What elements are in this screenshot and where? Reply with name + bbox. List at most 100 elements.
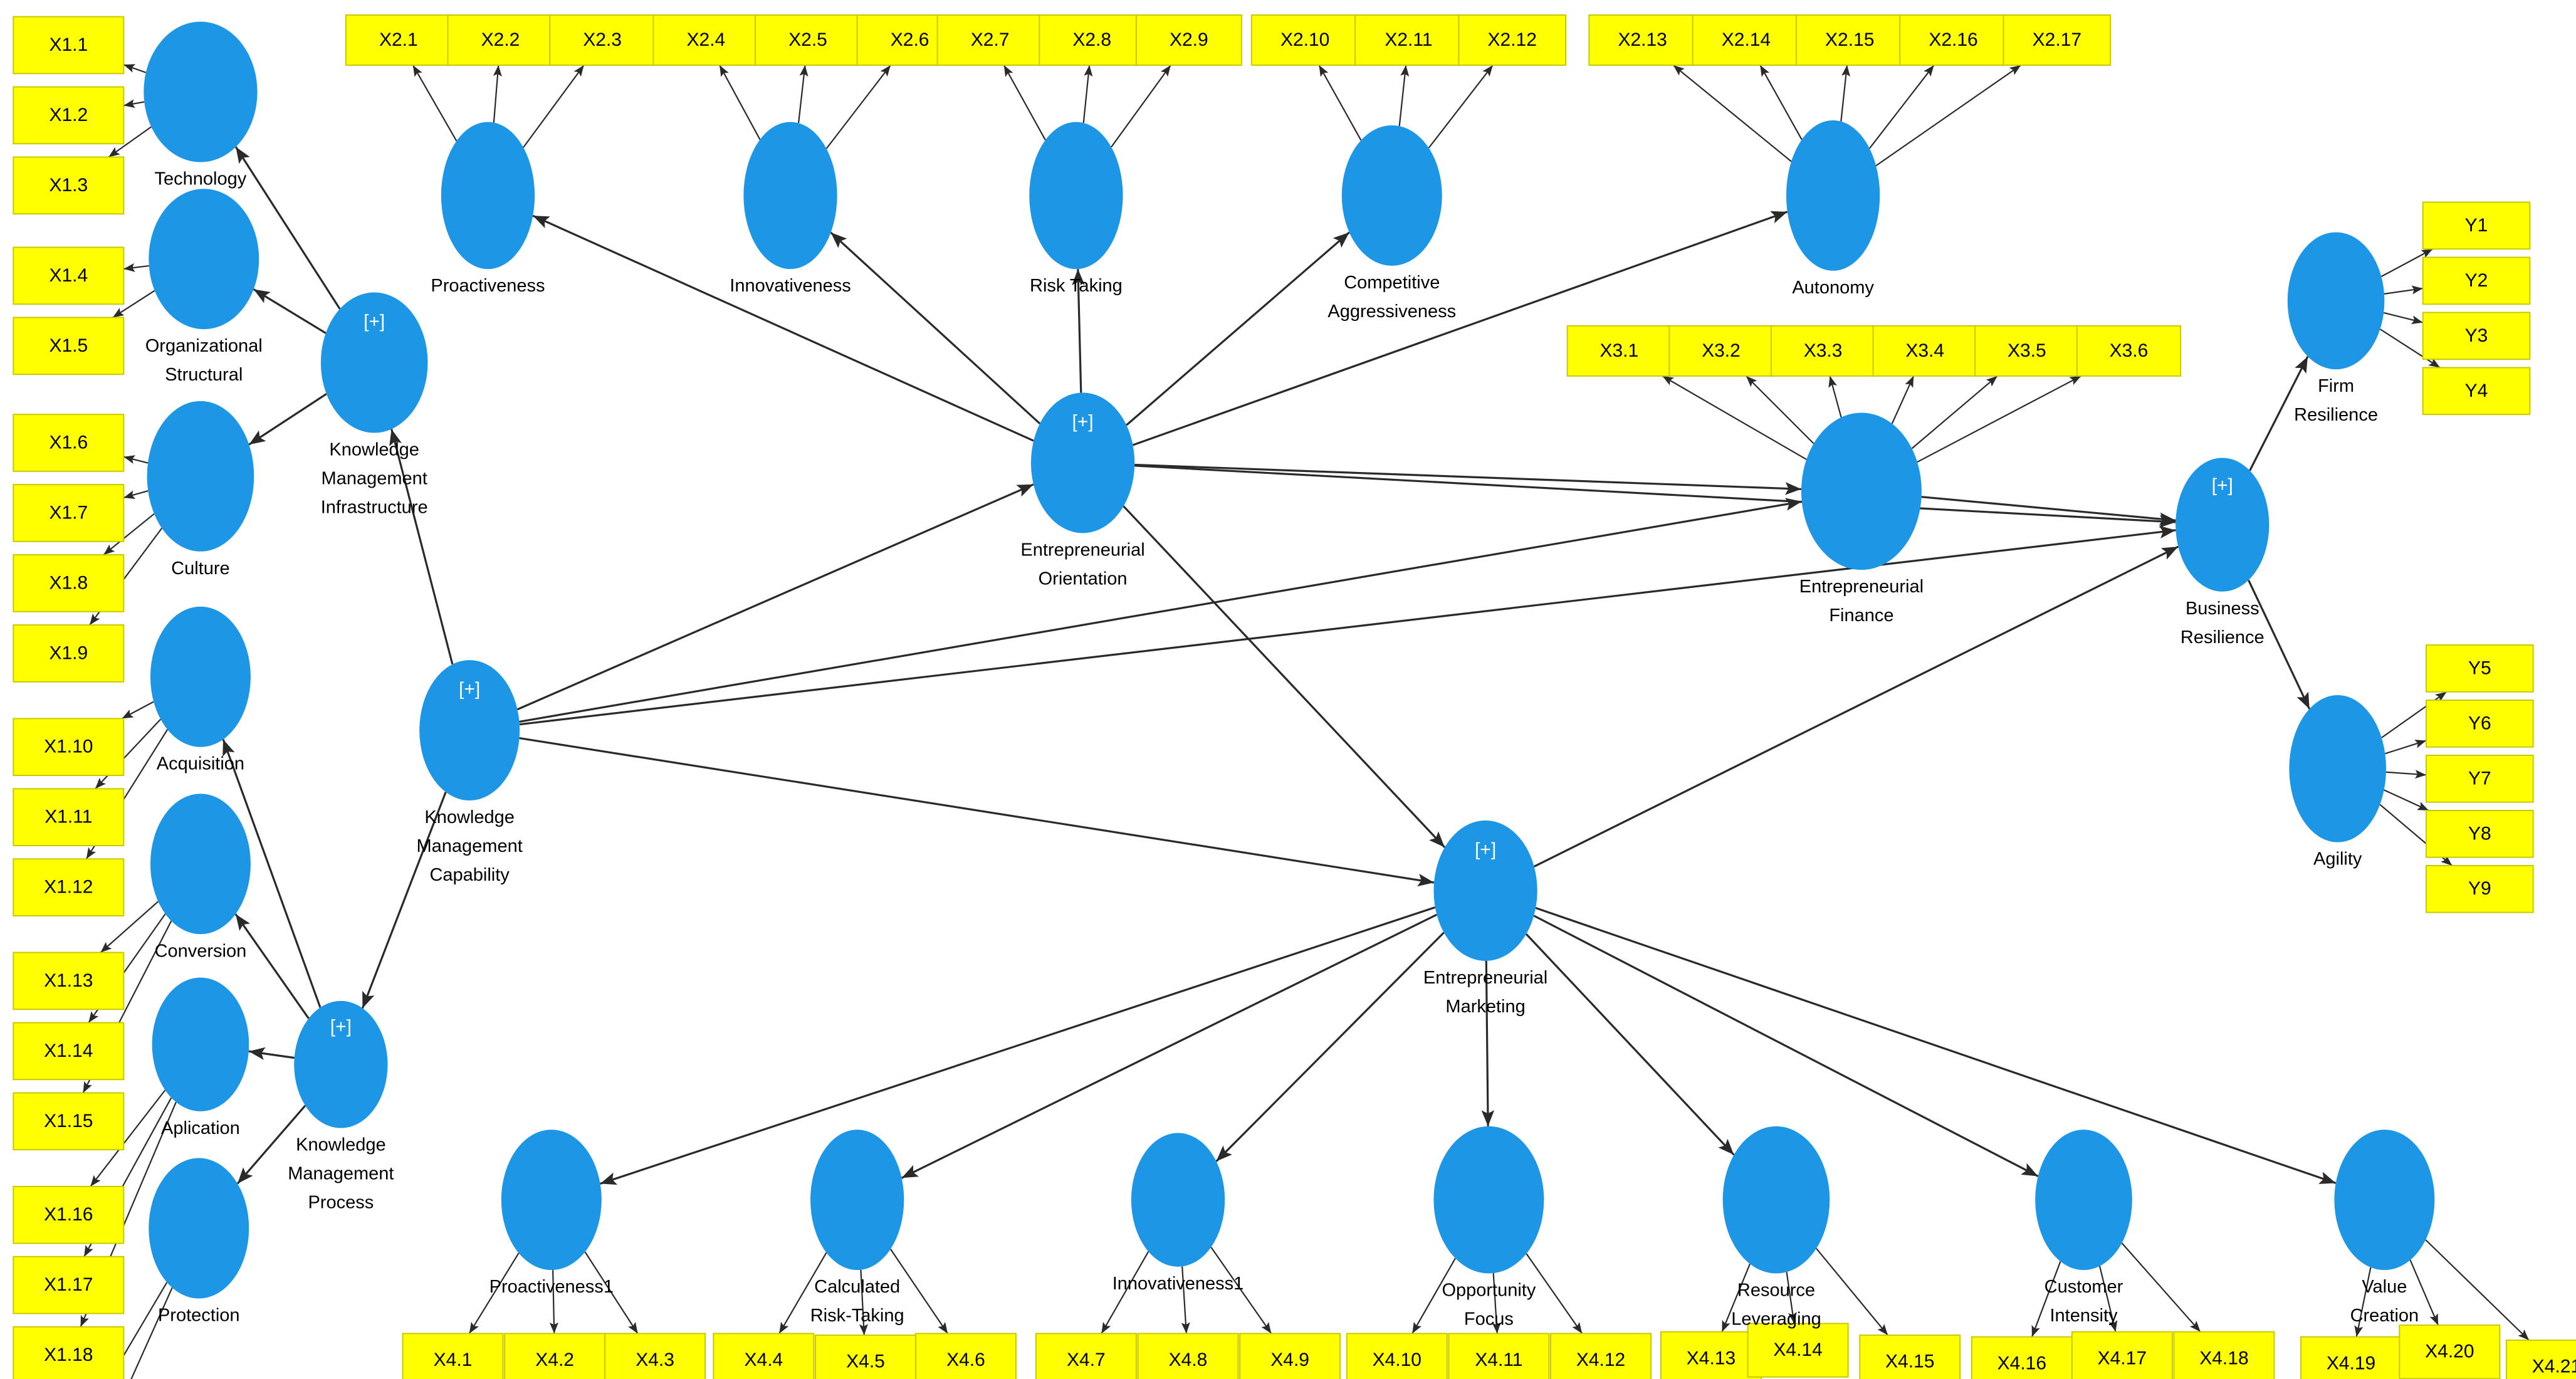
indicator-box[interactable]: X3.2: [1668, 325, 1774, 377]
indicator-box[interactable]: X4.13: [1660, 1331, 1762, 1379]
indicator-box[interactable]: X4.2: [504, 1333, 606, 1379]
indicator-box[interactable]: X1.8: [13, 554, 125, 612]
indicator-box[interactable]: X4.16: [1971, 1336, 2073, 1379]
indicator-box[interactable]: X1.7: [13, 484, 125, 542]
indicator-box[interactable]: X4.18: [2173, 1331, 2275, 1379]
construct-node-proactiveness1[interactable]: Proactiveness1: [490, 1130, 614, 1297]
indicator-box[interactable]: X1.2: [13, 86, 125, 145]
construct-node-risk-taking[interactable]: Risk Taking: [1029, 122, 1123, 296]
indicator-box[interactable]: X2.12: [1458, 14, 1567, 66]
indicator-box[interactable]: X4.20: [2399, 1324, 2501, 1379]
construct-node-agility[interactable]: Agility: [2289, 695, 2387, 869]
indicator-box[interactable]: Y2: [2422, 256, 2531, 305]
indicator-box[interactable]: X1.18: [13, 1326, 125, 1379]
indicator-box[interactable]: X2.17: [2003, 14, 2112, 66]
indicator-box[interactable]: X1.5: [13, 317, 125, 375]
indicator-box[interactable]: X1.14: [13, 1022, 125, 1081]
indicator-box[interactable]: X2.7: [936, 14, 1044, 66]
construct-node-technology[interactable]: Technology: [144, 21, 258, 189]
indicator-box[interactable]: X4.10: [1346, 1333, 1448, 1379]
construct-node-aplication[interactable]: Aplication: [152, 977, 249, 1138]
indicator-box[interactable]: X2.8: [1039, 14, 1146, 66]
indicator-box[interactable]: X4.7: [1035, 1333, 1137, 1379]
indicator-box[interactable]: X3.6: [2076, 325, 2182, 377]
indicator-box[interactable]: X2.16: [1899, 14, 2008, 66]
indicator-box[interactable]: X2.5: [755, 14, 861, 66]
indicator-box[interactable]: X3.5: [1974, 325, 2080, 377]
indicator-box[interactable]: X1.4: [13, 246, 125, 305]
indicator-box[interactable]: X1.6: [13, 414, 125, 472]
indicator-box[interactable]: X2.3: [549, 14, 656, 66]
indicator-box[interactable]: Y8: [2426, 810, 2534, 858]
indicator-box[interactable]: X1.3: [13, 156, 125, 215]
indicator-box[interactable]: Y9: [2426, 864, 2534, 913]
indicator-box[interactable]: X2.4: [652, 14, 760, 66]
construct-node-acquisition[interactable]: Acquisition: [150, 606, 251, 774]
construct-node-proactiveness[interactable]: Proactiveness: [431, 122, 545, 296]
indicator-box[interactable]: X4.19: [2300, 1336, 2402, 1379]
indicator-box[interactable]: X1.1: [13, 16, 125, 75]
indicator-box[interactable]: X4.8: [1137, 1333, 1239, 1379]
construct-node-innovativeness1[interactable]: Innovativeness1: [1113, 1133, 1244, 1294]
indicator-box[interactable]: X3.4: [1872, 325, 1977, 377]
indicator-box[interactable]: Y5: [2426, 644, 2534, 693]
indicator-box[interactable]: X3.1: [1566, 325, 1672, 377]
indicator-box[interactable]: X4.9: [1239, 1333, 1341, 1379]
indicator-box[interactable]: X1.17: [13, 1256, 125, 1314]
indicator-box[interactable]: X4.4: [713, 1333, 815, 1379]
indicator-box[interactable]: X1.15: [13, 1092, 125, 1151]
indicator-box[interactable]: X4.14: [1747, 1323, 1849, 1378]
construct-node-conversion[interactable]: Conversion: [150, 794, 251, 961]
indicator-box[interactable]: X1.11: [13, 788, 125, 846]
indicator-box[interactable]: X2.15: [1795, 14, 1904, 66]
indicator-box[interactable]: Y6: [2426, 700, 2534, 748]
indicator-box[interactable]: Y3: [2422, 312, 2531, 360]
measurement-arrow: [2384, 285, 2423, 295]
indicator-box[interactable]: X2.14: [1692, 14, 1801, 66]
indicator-box[interactable]: X2.2: [447, 14, 554, 66]
indicator-box[interactable]: X2.11: [1354, 14, 1463, 66]
plus-marker-icon: [+]: [1475, 839, 1496, 860]
construct-node-culture[interactable]: Culture: [147, 401, 254, 579]
indicator-box[interactable]: X3.3: [1770, 325, 1876, 377]
indicator-box[interactable]: X4.3: [604, 1333, 706, 1379]
construct-node-autonomy[interactable]: Autonomy: [1786, 120, 1880, 298]
indicator-box[interactable]: X2.10: [1250, 14, 1359, 66]
indicator-box[interactable]: X4.12: [1550, 1333, 1652, 1379]
indicator-box[interactable]: X4.17: [2071, 1331, 2173, 1379]
indicator-box[interactable]: X4.5: [815, 1334, 916, 1379]
indicator-box[interactable]: X1.16: [13, 1185, 125, 1244]
indicator-box[interactable]: X1.10: [13, 718, 125, 777]
indicator-box[interactable]: X2.1: [345, 14, 452, 66]
indicator-box[interactable]: X2.13: [1588, 14, 1697, 66]
indicator-box[interactable]: X4.1: [402, 1333, 504, 1379]
indicator-box[interactable]: X4.21: [2506, 1340, 2576, 1379]
indicator-box[interactable]: X4.11: [1448, 1333, 1550, 1379]
construct-node-protection[interactable]: Protection: [149, 1158, 249, 1326]
indicator-box[interactable]: Y1: [2422, 201, 2531, 250]
indicator-box[interactable]: X1.12: [13, 858, 125, 916]
indicator-box[interactable]: X4.6: [914, 1333, 1017, 1379]
indicator-box[interactable]: X1.13: [13, 952, 125, 1010]
indicator-box[interactable]: X4.15: [1859, 1334, 1961, 1379]
indicator-box[interactable]: X1.9: [13, 624, 125, 683]
indicator-box[interactable]: Y4: [2422, 367, 2531, 416]
construct-node-innovativeness[interactable]: Innovativeness: [730, 122, 851, 296]
indicator-box[interactable]: X2.9: [1135, 14, 1242, 66]
indicator-box[interactable]: Y7: [2426, 755, 2534, 803]
